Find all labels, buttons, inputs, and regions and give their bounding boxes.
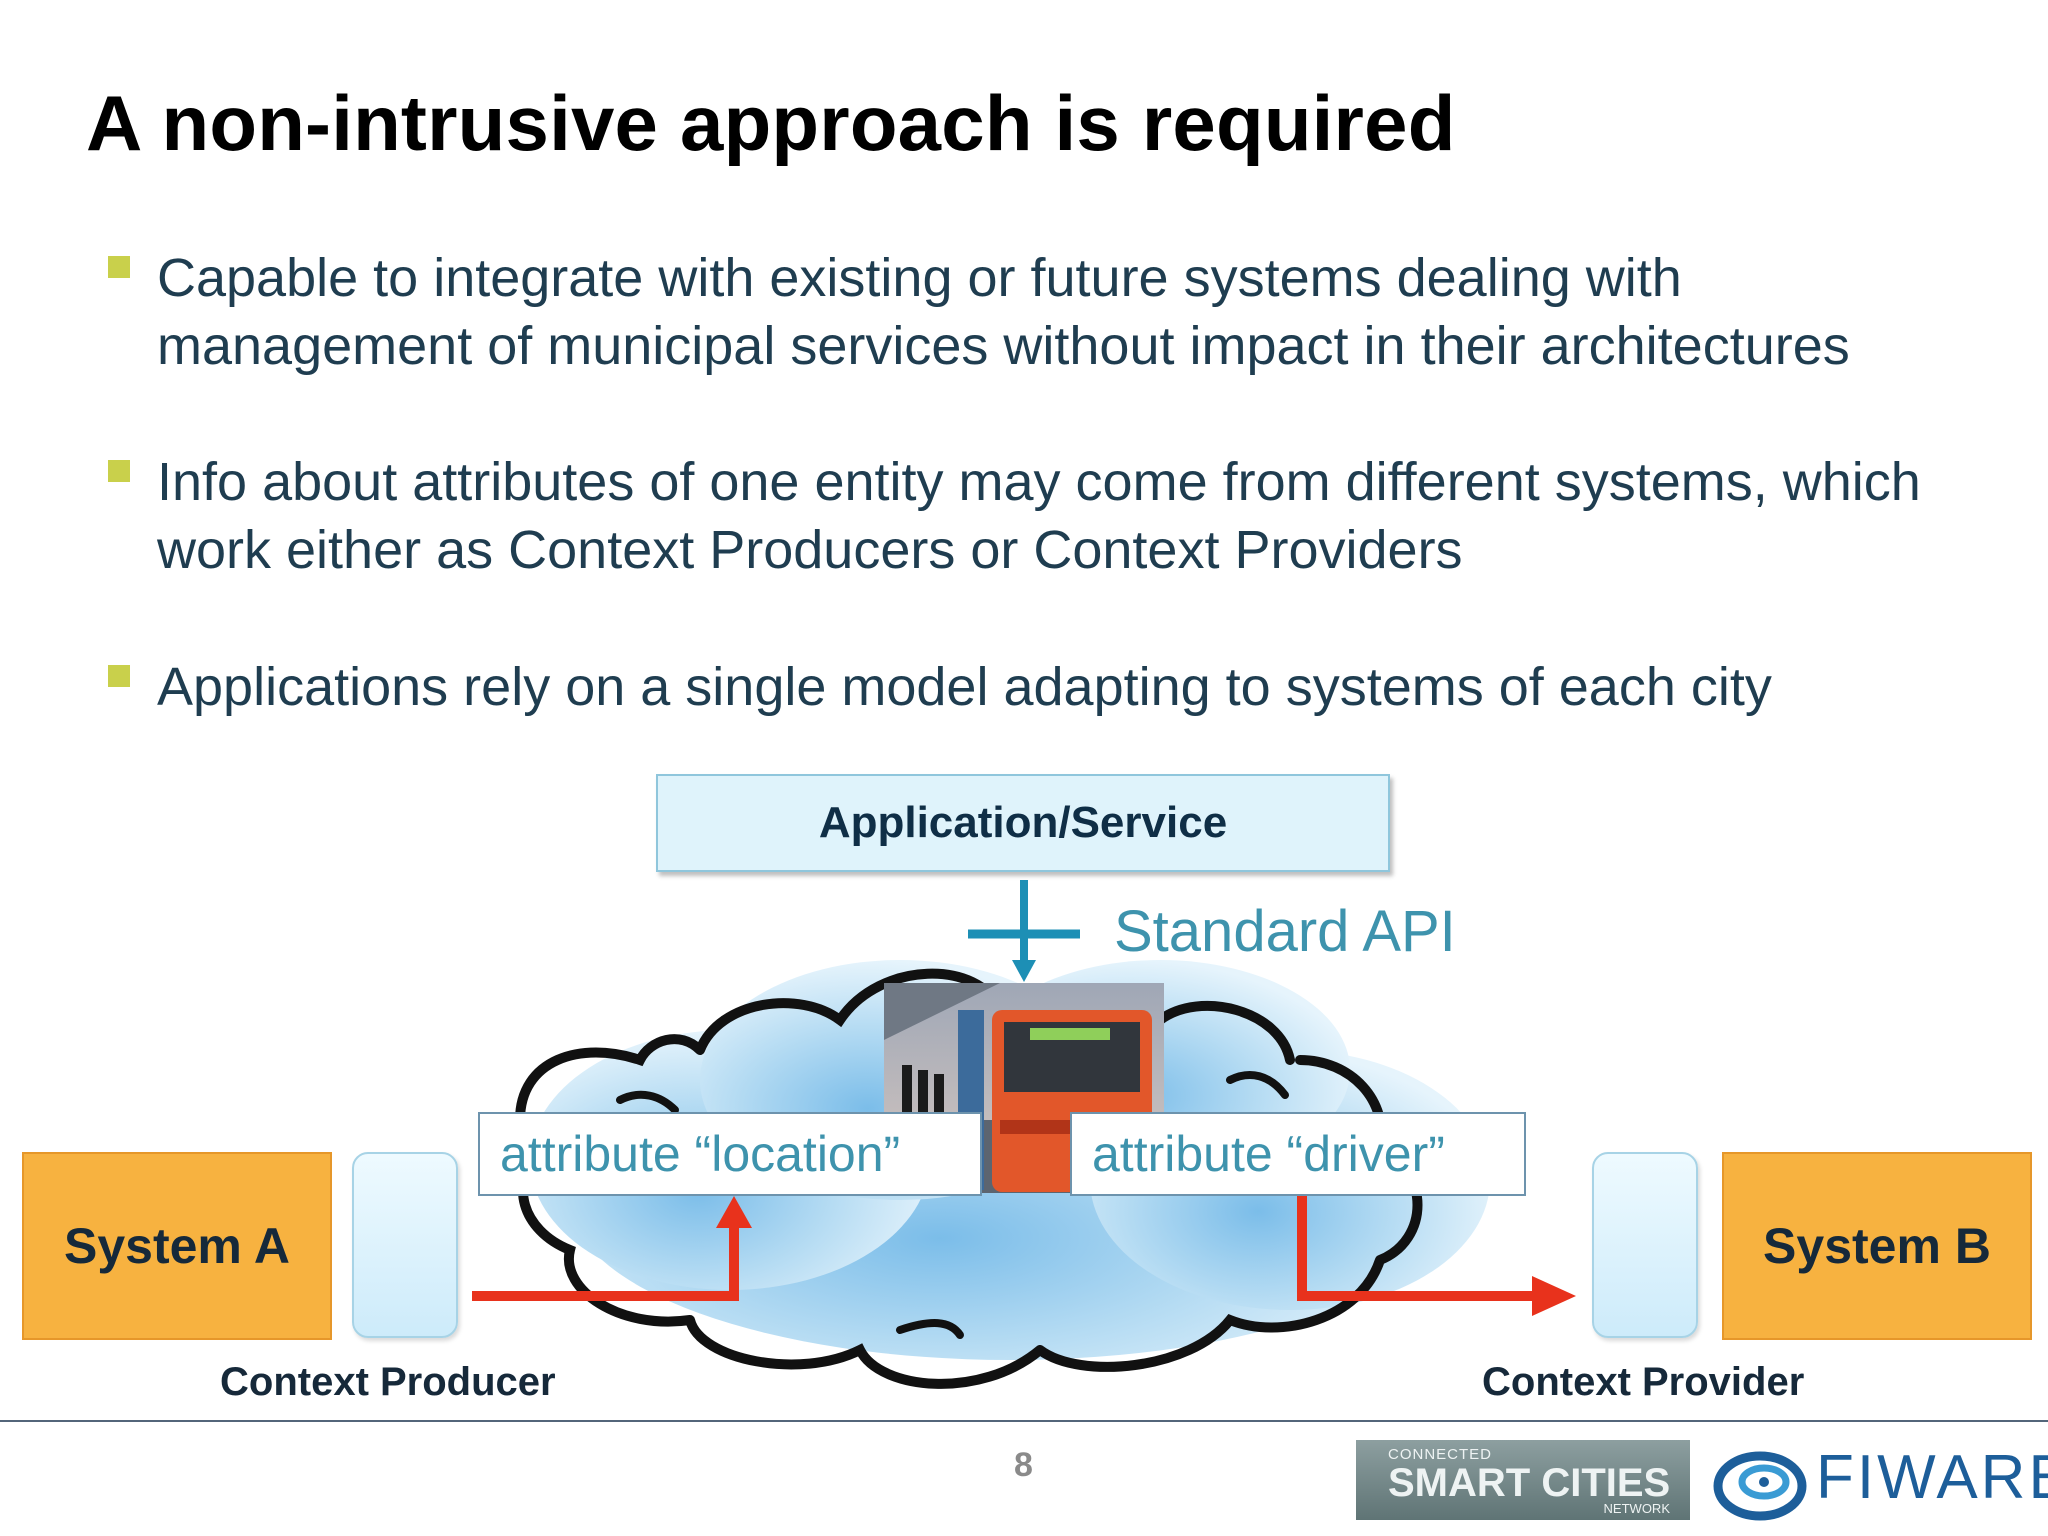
scn-big-text: SMART CITIES — [1388, 1461, 1671, 1505]
application-service-box: Application/Service — [656, 774, 1390, 872]
fiware-logo: FIWARE — [1712, 1440, 2048, 1524]
producer-adapter — [352, 1152, 458, 1338]
scn-network-text: NETWORK — [1603, 1501, 1670, 1516]
footer-divider — [0, 1420, 2048, 1422]
bullet-1: Capable to integrate with existing or fu… — [157, 248, 1850, 376]
producer-arrow — [472, 1196, 752, 1301]
bullet-marker — [108, 460, 130, 482]
smart-cities-logo: CONNECTED SMART CITIES NETWORK — [1356, 1440, 1690, 1520]
context-producer-label: Context Producer — [220, 1360, 556, 1404]
bullet-marker — [108, 665, 130, 687]
fiware-wordmark: FIWARE — [1816, 1443, 2048, 1512]
page-number: 8 — [1014, 1446, 1033, 1484]
attribute-location-box: attribute “location” — [478, 1112, 982, 1196]
context-provider-label: Context Provider — [1482, 1360, 1805, 1404]
standard-api-label: Standard API — [1114, 899, 1456, 964]
bullet-marker — [108, 256, 130, 278]
provider-adapter — [1592, 1152, 1698, 1338]
scn-small-text: CONNECTED — [1388, 1446, 1493, 1463]
fiware-swirl-icon — [1713, 1451, 1807, 1521]
slide-title: A non-intrusive approach is required — [86, 79, 1456, 167]
bullet-2: Info about attributes of one entity may … — [157, 452, 1921, 580]
system-b-box: System B — [1722, 1152, 2032, 1340]
attribute-driver-box: attribute “driver” — [1070, 1112, 1526, 1196]
standard-api-connector — [968, 880, 1080, 982]
provider-arrow — [1297, 1196, 1576, 1316]
system-a-box: System A — [22, 1152, 332, 1340]
bullet-3: Applications rely on a single model adap… — [157, 657, 1772, 717]
